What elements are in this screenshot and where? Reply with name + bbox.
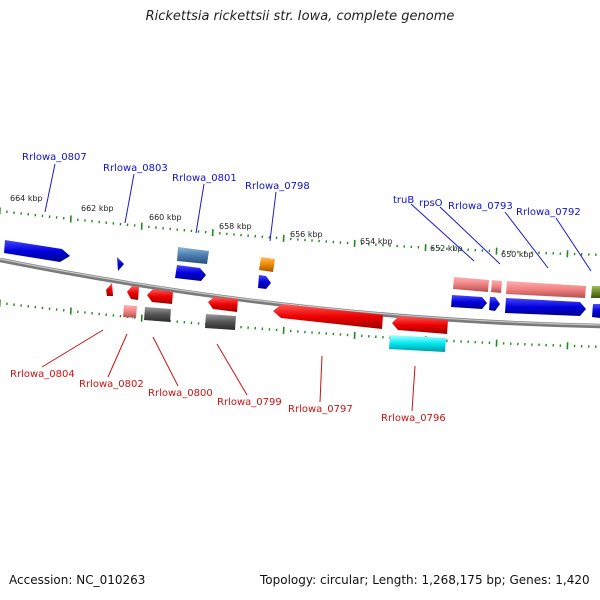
gene-forward-blue-2[interactable] <box>489 297 500 311</box>
gene-label-rrlowa-0793[interactable]: Rrlowa_0793 <box>448 201 513 212</box>
leader-line <box>411 365 416 412</box>
leader-line <box>216 343 248 396</box>
leader-line <box>152 336 179 387</box>
gene-rrlowa-0793[interactable] <box>506 281 586 298</box>
leader-line <box>107 333 128 378</box>
gene-label-rrlowa-0800[interactable]: Rrlowa_0800 <box>148 388 213 399</box>
genome-summary-text: Topology: circular; Length: 1,268,175 bp… <box>260 573 590 587</box>
scale-label: 656 kbp <box>290 230 323 239</box>
gene-rrlowa-0797[interactable] <box>273 304 383 329</box>
gene-rrlowa-0800-upper[interactable] <box>147 289 173 304</box>
gene-rrlowa-0798-upper[interactable] <box>259 257 275 272</box>
gene-label-rrlowa-0799[interactable]: Rrlowa_0799 <box>217 397 282 408</box>
gene-rrlowa-0796[interactable] <box>389 335 446 352</box>
gene-rrlowa-0801[interactable] <box>175 265 206 281</box>
gene-rrlowa-0807[interactable] <box>4 240 70 262</box>
leader-line <box>504 211 549 269</box>
gene-forward-blue-4[interactable] <box>592 304 600 318</box>
gene-trub[interactable] <box>453 277 489 292</box>
gene-label-rrlowa-0803[interactable]: Rrlowa_0803 <box>103 163 168 174</box>
gene-rrlowa-0803[interactable] <box>117 257 124 271</box>
scale-label: 652 kbp <box>430 244 463 253</box>
gene-label-rrlowa-0798[interactable]: Rrlowa_0798 <box>245 181 310 192</box>
gene-rrlowa-0797-b[interactable] <box>392 316 448 334</box>
gene-rrlowa-0802[interactable] <box>123 305 137 318</box>
gene-rpso[interactable] <box>491 280 502 293</box>
scale-label: 662 kbp <box>81 204 114 213</box>
gene-label-rrlowa-0801[interactable]: Rrlowa_0801 <box>172 173 237 184</box>
gene-label-rrlowa-0804[interactable]: Rrlowa_0804 <box>10 369 75 380</box>
gene-forward-blue-1[interactable] <box>451 295 487 309</box>
leader-line <box>555 217 592 272</box>
gene-rrlowa-0799-upper[interactable] <box>208 297 238 312</box>
gene-rrlowa-0792[interactable] <box>591 286 600 298</box>
scale-label: 650 kbp <box>501 250 534 259</box>
leader-line <box>44 163 56 213</box>
gene-label-rrlowa-0807[interactable]: Rrlowa_0807 <box>22 152 87 163</box>
gene-label-rrlowa-0796[interactable]: Rrlowa_0796 <box>381 413 446 424</box>
gene-forward-blue-3[interactable] <box>505 298 586 316</box>
leader-line <box>195 183 205 234</box>
gene-rrlowa-0800[interactable] <box>144 307 171 322</box>
leader-line <box>410 203 475 262</box>
gene-rrlowa-0804[interactable] <box>106 283 113 296</box>
scale-label: 658 kbp <box>219 222 252 231</box>
accession-text: Accession: NC_010263 <box>9 573 146 587</box>
scale-label: 660 kbp <box>149 213 182 222</box>
leader-line <box>319 355 323 403</box>
scale-label: 664 kbp <box>10 194 43 203</box>
gene-label-rrlowa-0797[interactable]: Rrlowa_0797 <box>288 404 353 415</box>
leader-line <box>124 173 135 224</box>
gene-label-rrlowa-0802[interactable]: Rrlowa_0802 <box>79 379 144 390</box>
scale-ticks-outer <box>0 207 597 258</box>
gene-label-rpso[interactable]: rpsO <box>419 198 443 209</box>
leader-line <box>439 206 501 265</box>
scale-label: 654 kbp <box>360 237 393 246</box>
gene-rrlowa-0802-upper[interactable] <box>127 286 139 300</box>
map-title: Rickettsia rickettsii str. Iowa, complet… <box>145 9 455 24</box>
gene-label-rrlowa-0792[interactable]: Rrlowa_0792 <box>516 207 581 218</box>
gene-rrlowa-0801-upper[interactable] <box>177 247 209 264</box>
gene-rrlowa-0798[interactable] <box>258 275 271 289</box>
gene-rrlowa-0799[interactable] <box>205 314 236 330</box>
gene-label-trub[interactable]: truB <box>393 195 414 206</box>
leader-line <box>269 191 277 242</box>
leader-line <box>41 329 104 368</box>
